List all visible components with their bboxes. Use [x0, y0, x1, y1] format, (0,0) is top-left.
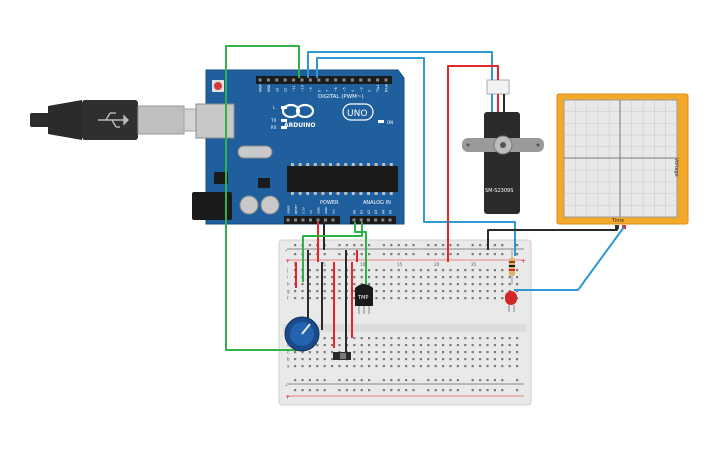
- digital-label: DIGITAL (PWM~): [318, 94, 364, 100]
- l-led-label: L: [273, 105, 276, 110]
- row-letter: f: [287, 296, 289, 301]
- digital-pin-label: 8: [317, 90, 321, 92]
- usb-port: [195, 103, 235, 139]
- sensor-label: TMP: [357, 295, 368, 301]
- row-letter: a: [287, 364, 290, 369]
- resistor[interactable]: [509, 250, 515, 284]
- digital-pin-label: ~11: [292, 85, 296, 92]
- wire-blue-led: [316, 57, 516, 256]
- column-number: 5: [323, 262, 326, 267]
- power-label: POWER: [320, 200, 339, 206]
- power-pin-label: 3.3V: [302, 206, 306, 214]
- temperature-sensor[interactable]: TMP: [355, 284, 373, 314]
- servo-label: SM-S2309S: [485, 188, 513, 194]
- row-letter: c: [287, 350, 289, 355]
- wire-red-servo-power: [447, 65, 499, 262]
- arduino-uno-board[interactable]: AREF GND 13 12 ~11 ~10 ~9 8 7 ~6 ~5 4 ~3 2 TX▸1 RX◂0 DI…: [192, 69, 405, 225]
- power-pin-label: GND: [324, 206, 328, 214]
- oscilloscope[interactable]: Time Voltage: [556, 93, 689, 229]
- digital-pin-label: TX▸1: [376, 84, 380, 93]
- analog-pin-label: A0: [353, 210, 357, 214]
- tx-led-label: TX: [270, 118, 276, 123]
- row-letter: i: [287, 275, 288, 280]
- arduino-logo-icon: [281, 103, 315, 119]
- usb-icon: [98, 112, 129, 128]
- column-number: 25: [471, 262, 477, 267]
- time-axis-label: Time: [611, 218, 624, 224]
- row-letter: h: [287, 282, 290, 287]
- wire-black-scope: [487, 227, 618, 250]
- wire-green-a0: [302, 222, 363, 282]
- wires[interactable]: [225, 45, 625, 356]
- tx-led: [281, 119, 287, 122]
- digital-pin-label: 13: [275, 88, 279, 92]
- servo-connector: [486, 79, 510, 95]
- analog-header: [350, 216, 396, 224]
- rail-plus-label-bottom: +: [285, 394, 290, 401]
- digital-pin-label: ~9: [309, 87, 313, 92]
- on-led: [378, 120, 384, 123]
- analog-pin-label: A5: [389, 210, 393, 214]
- power-jack: [192, 192, 232, 220]
- microcontroller-chip: [287, 166, 398, 192]
- power-pin-label: IOREF: [287, 205, 291, 214]
- row-letter: j: [286, 268, 288, 273]
- digital-pin-label: ~10: [301, 85, 305, 92]
- rx-led-label: RX: [271, 125, 277, 130]
- wire-green-a1: [354, 222, 367, 284]
- rx-led: [281, 126, 287, 129]
- red-led[interactable]: [505, 291, 517, 312]
- power-pin-label: Vin: [332, 209, 336, 214]
- servo-motor[interactable]: SM-S2309S: [462, 79, 544, 214]
- analog-pin-label: A4: [381, 210, 385, 214]
- rail-minus-label-bottom: -: [285, 382, 287, 389]
- digital-pin-label: 4: [351, 90, 355, 92]
- digital-pin-label: 2: [368, 90, 372, 92]
- wire-green-pin12: [225, 45, 300, 351]
- column-number: 20: [434, 262, 440, 267]
- digital-pin-label: ~6: [334, 87, 338, 92]
- rail-minus-label: -: [285, 247, 287, 254]
- row-letter: g: [287, 289, 290, 294]
- wire-black-servo-ground: [448, 72, 504, 80]
- analog-label: ANALOG IN: [363, 200, 391, 206]
- l-led: [281, 106, 287, 109]
- power-pin-label: 5V: [309, 209, 313, 214]
- potentiometer[interactable]: [284, 316, 320, 352]
- oscilloscope-grid: [564, 100, 677, 217]
- digital-pin-label: 7: [326, 90, 330, 92]
- digital-pin-labels: AREF GND 13 12 ~11 ~10 ~9 8 7 ~6 ~5 4 ~3 2 TX▸1 RX◂0: [258, 78, 389, 93]
- slide-switch[interactable]: [333, 352, 351, 360]
- wire-blue-scope: [514, 226, 625, 291]
- digital-pin-label: AREF: [259, 84, 263, 92]
- breadboard[interactable]: 151015202530 jihgfedcba + - + + -: [278, 239, 532, 406]
- analog-pin-label: A2: [367, 210, 371, 214]
- digital-pin-label: ~5: [343, 87, 347, 92]
- usb-cable[interactable]: [30, 100, 211, 140]
- analog-pin-label: A1: [360, 210, 364, 214]
- rail-plus-label-right: +: [521, 258, 526, 265]
- row-letter: b: [287, 357, 290, 362]
- on-led-label: ON: [387, 120, 393, 125]
- digital-pin-label: 12: [284, 88, 288, 92]
- digital-pin-label: RX◂0: [385, 84, 389, 92]
- digital-pin-label: GND: [267, 84, 271, 92]
- digital-pin-label: ~3: [359, 87, 363, 92]
- column-number: 15: [397, 262, 403, 267]
- column-number: 10: [360, 262, 366, 267]
- digital-header: [256, 76, 392, 84]
- rail-plus-label: +: [285, 258, 290, 265]
- arduino-model: UNO: [347, 109, 367, 119]
- voltage-axis-label: Voltage: [673, 158, 679, 177]
- power-pin-label: RESET: [294, 204, 298, 214]
- power-pin-label: GND: [317, 206, 321, 214]
- analog-pin-label: A3: [374, 210, 378, 214]
- arduino-logo-text: ARDUINO: [284, 122, 315, 129]
